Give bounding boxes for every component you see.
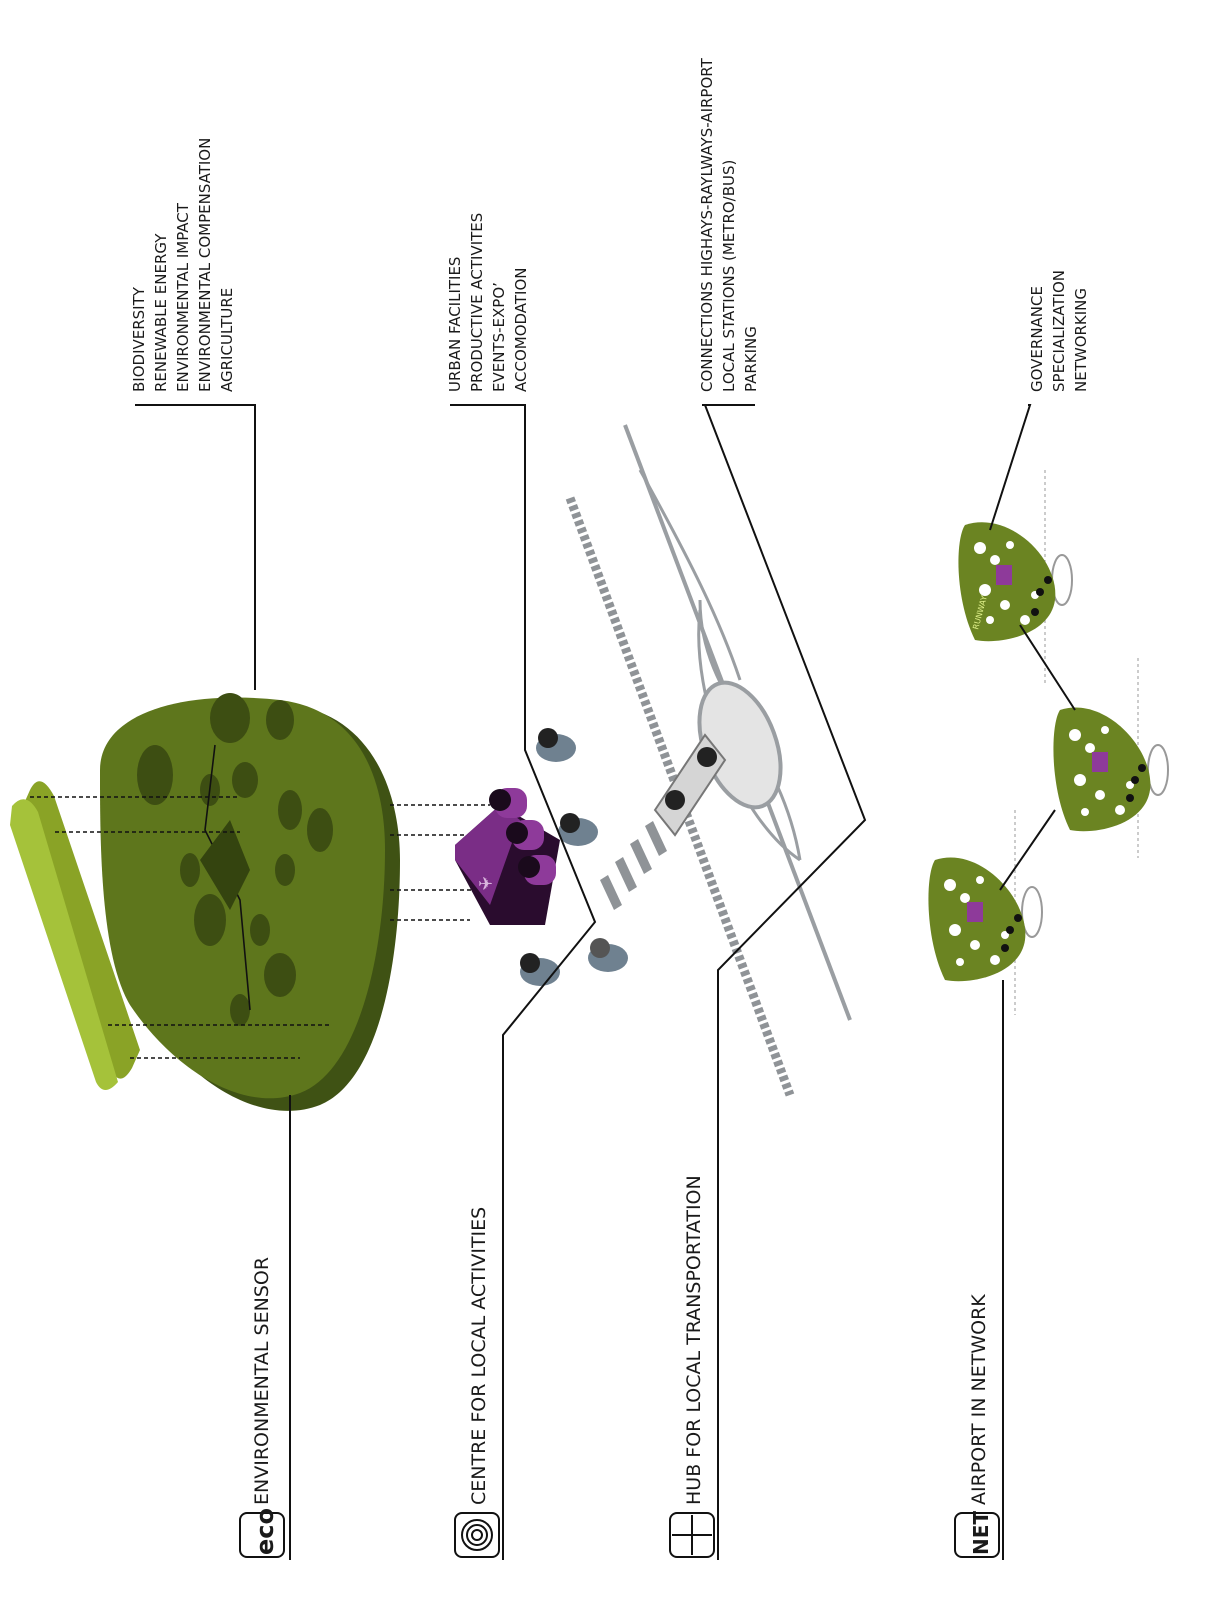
cylinder: [558, 813, 598, 846]
crosshair-badge-icon: [669, 1512, 715, 1558]
centre-item-3: EVENTS-EXPO’: [490, 282, 508, 392]
net-item-2: SPECIALIZATION: [1050, 270, 1068, 392]
network-node-bottom: [928, 810, 1043, 1015]
network-node-middle: [1053, 658, 1169, 858]
green-landscape-blob: [100, 693, 400, 1111]
centre-item-2: PRODUCTIVE ACTIVITES: [468, 213, 486, 392]
eco-item-1: BIODIVERSITY: [130, 286, 148, 392]
station-platform: [653, 733, 727, 837]
eco-title: ENVIRONMENTAL SENSOR: [251, 1257, 273, 1505]
steel-cylinders: [520, 728, 628, 986]
centre-title: CENTRE FOR LOCAL ACTIVITIES: [468, 1207, 490, 1505]
eco-item-4: ENVIRONMENTAL COMPENSATION: [196, 138, 214, 392]
eco-item-3: ENVIRONMENTAL IMPACT: [174, 202, 192, 392]
net-badge-label: NET: [969, 1511, 993, 1555]
section-hub: HUB FOR LOCAL TRANSPORTATION CONNECTIONS…: [565, 57, 867, 1560]
cylinder: [536, 728, 576, 762]
purple-activity-block: ✈: [455, 788, 560, 925]
hub-item-3: PARKING: [742, 326, 760, 392]
svg-text:✈: ✈: [478, 874, 493, 895]
network-node-top: RUNWAY: [958, 470, 1073, 685]
eco-item-5: AGRICULTURE: [218, 288, 236, 392]
railway: [565, 496, 795, 1097]
net-item-1: GOVERNANCE: [1028, 286, 1046, 392]
cylinder: [588, 938, 628, 972]
lime-bar: [10, 781, 140, 1090]
net-item-3: NETWORKING: [1072, 288, 1090, 392]
hub-title: HUB FOR LOCAL TRANSPORTATION: [683, 1175, 705, 1505]
centre-item-1: URBAN FACILITIES: [446, 257, 464, 392]
section-eco: eco ENVIRONMENTAL SENSOR BIODIVERSITY RE…: [10, 138, 490, 1560]
target-badge-icon: [454, 1512, 500, 1558]
net-badge: NET: [954, 1511, 1000, 1558]
eco-badge-label: eco: [251, 1508, 279, 1555]
hub-item-2: LOCAL STATIONS (METRO/BUS): [720, 160, 738, 392]
hub-item-1: CONNECTIONS HIGHAYS-RAYLWAYS-AIRPORT: [698, 57, 716, 392]
crossing-stripes: [600, 821, 667, 910]
centre-item-4: ACCOMODATION: [512, 268, 530, 393]
highway-interchange: [623, 424, 852, 1021]
net-title: AIRPORT IN NETWORK: [968, 1294, 990, 1505]
section-net: RUNWAY NET: [928, 270, 1169, 1560]
cylinder: [520, 953, 560, 986]
section-centre: ✈ CENTRE FOR LOCAL ACTIVITIES URBAN FACI…: [446, 213, 628, 1560]
eco-badge: eco: [239, 1508, 285, 1558]
eco-item-2: RENEWABLE ENERGY: [152, 233, 170, 392]
